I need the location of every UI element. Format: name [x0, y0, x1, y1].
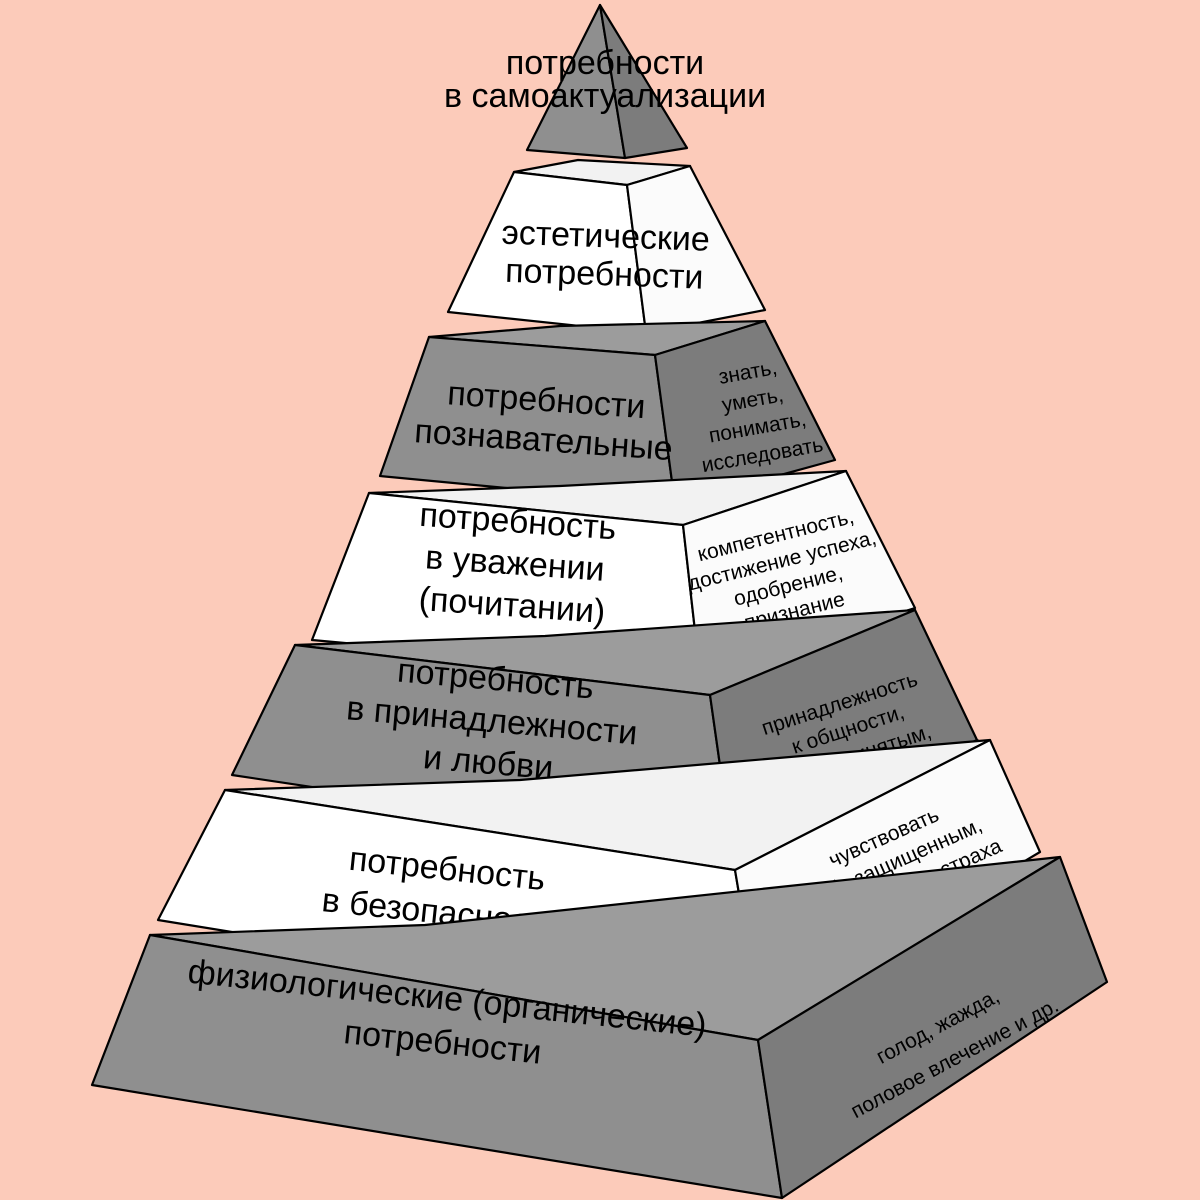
aesthetic-main-line: потребности [505, 252, 705, 297]
level-physiological: физиологические (органические)потребност… [90, 855, 1109, 1200]
aesthetic-side-face [625, 164, 767, 335]
aesthetic-main-line: эстетические [501, 214, 710, 259]
self-actualization-main-line: в самоактуализации [444, 77, 766, 115]
level-cognitive: потребностипознавательныезнать,уметь,пон… [378, 319, 837, 506]
physiological-side-face [756, 855, 1109, 1200]
cognitive-side-face [653, 319, 837, 506]
self-actualization-side-face [598, 3, 689, 160]
self-actualization-main-line: потребности [506, 44, 704, 82]
